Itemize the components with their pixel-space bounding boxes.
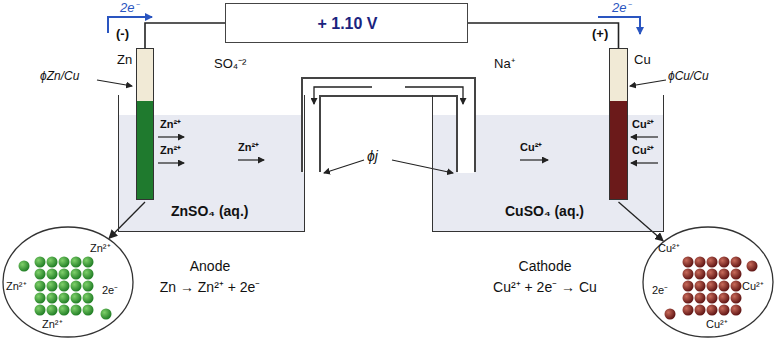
node-text: ZnSO₄ (aq.) — [171, 203, 248, 219]
text-label: Cu²⁺ — [632, 144, 654, 157]
node-text: Zn — [117, 53, 132, 68]
node-text: 2e⁻ — [652, 284, 668, 297]
ion-arrow — [631, 162, 658, 163]
text-label: Na⁺ — [494, 57, 515, 72]
text-label: (-) — [116, 27, 129, 42]
text-label: SO₄⁻² — [214, 57, 246, 72]
node-text: Zn²⁺ — [6, 280, 27, 293]
node-text: Cu²⁺ — [706, 318, 728, 331]
node-text: + 1.10 V — [317, 15, 377, 33]
ion-arrow — [238, 159, 264, 160]
salt-bridge — [311, 87, 466, 172]
ion-arrow — [158, 136, 184, 137]
text-label: Cathode — [519, 258, 572, 274]
text-label: Cu²⁺ — [520, 141, 542, 154]
salt-bridge-inner — [311, 87, 466, 173]
anode-beaker: ZnSO₄ (aq.)Zn — [118, 95, 305, 232]
node-text: Cu²⁺ — [742, 280, 764, 293]
junction-leader — [392, 160, 453, 173]
node-text: CuSO₄ (aq.) — [505, 203, 584, 219]
text-label: Zn²⁺ — [160, 118, 181, 131]
node-text: Zn²⁺ — [42, 318, 63, 331]
ion-arrow — [631, 136, 658, 137]
text-label: 2e⁻ — [120, 1, 138, 16]
node-text: Cu²⁺ — [658, 242, 680, 255]
leader-arrow — [630, 80, 666, 86]
ion-arrow — [158, 162, 184, 163]
voltmeter-box: + 1.10 V — [225, 3, 468, 43]
text-label: Zn²⁺ — [160, 144, 181, 157]
node-text: Zn²⁺ — [90, 242, 111, 255]
text-label: ϕCu/Cu — [668, 70, 709, 84]
text-label: Zn → Zn²⁺ + 2e⁻ — [160, 279, 261, 295]
zinc-zoom-circle: Zn²⁺ Zn²⁺ Zn²⁺ 2e⁻ — [2, 226, 134, 338]
anion-flow-arrow — [314, 87, 372, 104]
junction-leader — [324, 160, 364, 173]
copper-zoom-circle: Cu²⁺ Cu²⁺ Cu²⁺ 2e⁻ — [642, 226, 774, 338]
copper-electrode: Cu — [609, 48, 628, 200]
ion-arrow — [520, 159, 548, 160]
text-label: Anode — [190, 258, 230, 274]
circuit-wire — [468, 23, 619, 48]
node-text: Cu — [634, 53, 651, 68]
text-label: Zn²⁺ — [238, 141, 259, 154]
text-label: ϕj — [367, 148, 378, 164]
zoom-leader — [619, 202, 664, 241]
text-label: (+) — [592, 27, 608, 42]
cathode-beaker: CuSO₄ (aq.)Cu — [432, 95, 664, 232]
circuit-wire — [145, 23, 225, 48]
text-label: Cu²⁺ — [632, 118, 654, 131]
leader-arrow — [97, 80, 132, 86]
cation-flow-arrow — [405, 87, 463, 104]
text-label: ϕZn/Cu — [40, 70, 79, 84]
node-text: 2e⁻ — [102, 284, 118, 297]
text-label: 2e⁻ — [612, 1, 630, 16]
text-label: Cu²⁺ + 2e⁻ → Cu — [493, 279, 597, 295]
zoom-leader — [109, 202, 145, 238]
zinc-electrode: Zn — [136, 48, 154, 200]
